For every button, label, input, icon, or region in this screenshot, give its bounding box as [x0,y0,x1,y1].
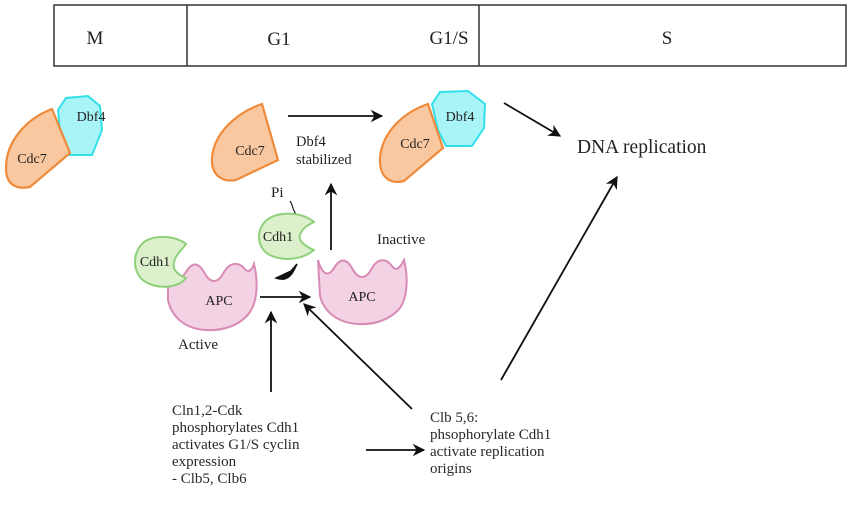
cdh1-label: Cdh1 [263,230,293,245]
cdh1-shape [134,236,188,288]
cdh1-bound: Cdh1 [134,236,188,288]
phase-label-m: M [87,28,104,49]
cdc7-dbf4-complex-g1s: Dbf4 Cdc7 [378,89,487,183]
phase-bar-frame [53,4,847,67]
phase-label-g1s: G1/S [429,28,468,49]
apc-active: APC [167,260,258,332]
dbf4-stabilized-line2: stabilized [296,152,352,168]
pi-label: Pi [271,185,284,201]
cdh1-label: Cdh1 [140,255,170,270]
cdc7-shape [4,107,72,189]
apc-shape [317,257,408,326]
dbf4-label: Dbf4 [77,110,106,125]
dbf4-label: Dbf4 [446,110,475,125]
dbf4-stabilized-line1: Dbf4 [296,134,327,150]
apc-inactive: APC [317,257,408,326]
release-hook-arrow [274,263,298,280]
cdc7-label: Cdc7 [235,144,265,159]
cdh1-phosphorylated: Cdh1 [258,212,316,260]
apc-label: APC [205,294,232,309]
arrow-clb56-to-apc [303,303,413,410]
dbf4-shape [430,89,487,147]
phase-label-g1: G1 [267,29,290,50]
cdc7-dbf4-complex-m: Dbf4 Cdc7 [4,94,106,189]
dbf4-stabilized-label: Dbf4 stabilized [296,134,352,168]
apc-shape [167,260,258,332]
active-label: Active [178,337,218,353]
apc-label: APC [348,290,375,305]
cdc7-shape [210,102,280,182]
cdc7-shape [378,102,445,183]
cdh1-shape [258,212,316,260]
arrow-complex-to-dna-replication [503,102,562,137]
cdc7-label: Cdc7 [400,137,430,152]
arrow-clb56-to-dna-replication [500,175,618,381]
inactive-label: Inactive [377,232,426,248]
cdc7-g1: Cdc7 [210,102,280,182]
cln-cdk-description: Cln1,2-Cdk phosphorylates Cdh1 activates… [172,403,300,487]
phase-bar: M G1 G1/S S [53,4,847,67]
dna-replication-label: DNA replication [577,137,707,158]
phase-label-s: S [662,28,673,49]
cdc7-label: Cdc7 [17,152,47,167]
pi-connector [289,200,297,215]
clb56-description: Clb 5,6: phsophorylate Cdh1 activate rep… [430,410,552,477]
